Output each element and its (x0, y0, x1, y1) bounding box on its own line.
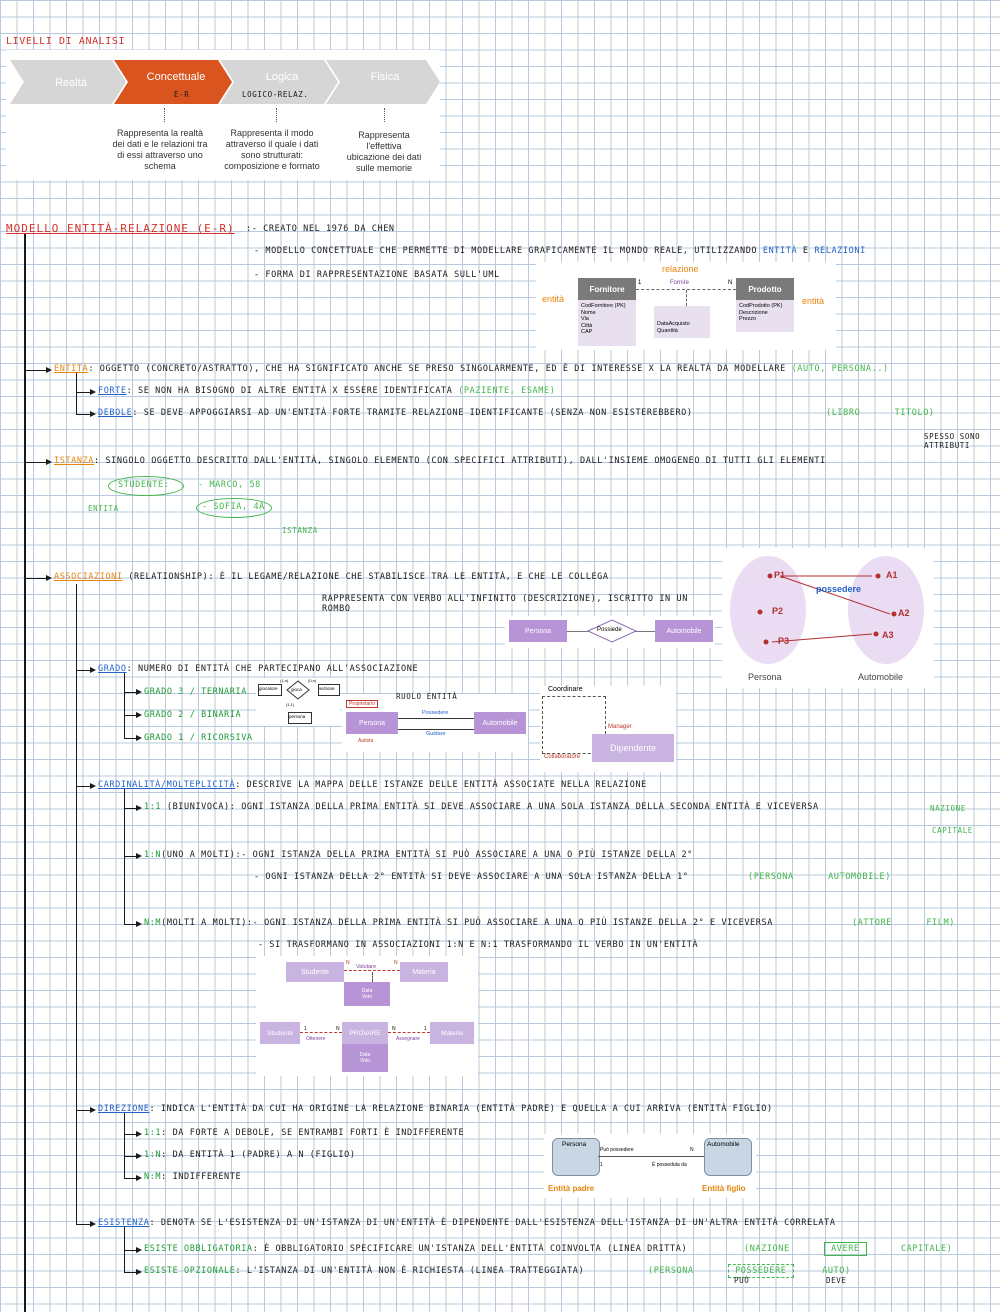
binary-diagram: Persona Automobile Possedere Guidare Pro… (342, 692, 528, 752)
grado-item-2: Grado 2 / Binaria (144, 710, 242, 720)
grado-item-3: Grado 3 / Ternaria (144, 687, 247, 697)
cardinalita-line: Cardinalità/Molteplicità: descrive la ma… (98, 780, 647, 790)
direzione-item-2: 1:N: da entità 1 (padre) a N (figlio) (144, 1150, 356, 1160)
card-1-1-ex-b: capitale (932, 826, 973, 835)
card-n-m-2: - si trasformano in associazioni 1:N e N… (258, 940, 699, 950)
step-realta: Realtà (55, 77, 87, 89)
debole-line: Debole: se deve appoggiarsi ad un'entità… (98, 408, 693, 418)
card-1-n-ex: (persona automobile) (748, 872, 891, 882)
direzione-item-1: 1:1: da forte a debole, se entrambi fort… (144, 1128, 465, 1138)
step-fisica-desc: Rappresenta l'effettiva ubicazione dei d… (346, 130, 422, 173)
istanza-ex1: - Marco, 58 (198, 480, 261, 490)
esiste-obbl-ex: (nazione avere capitale) (744, 1242, 953, 1256)
esiste-opz: Esiste opzionale: l'istanza di un'entità… (144, 1266, 585, 1276)
er-line1: - modello concettuale che permette di mo… (254, 246, 866, 256)
er-title: Modello Entità-Relazione (E-R) (6, 222, 235, 235)
card-n-m: N:M(molti a molti):- ogni istanza della … (144, 918, 773, 928)
card-1-n: 1:N(uno a molti):- ogni istanza della pr… (144, 850, 693, 860)
istanza-istanza-label: istanza (282, 526, 318, 535)
chevron-realta (10, 60, 126, 104)
direzione-line: Direzione: indica l'entità da cui ha ori… (98, 1104, 773, 1114)
recursive-diagram: Coordinare Manager Dipendente Collaborat… (540, 686, 676, 772)
ternary-diagram: giocatore gioca sezione persona (1,n) (0… (256, 678, 340, 726)
step-logica: Logica (265, 71, 299, 83)
step-fisica: Fisica (370, 71, 400, 83)
er-line2: - forma di rappresentazione basata sull'… (254, 270, 500, 280)
levels-card: Realtà Concettuale E-R Logica LOGICO-REL… (6, 50, 440, 180)
chevron-logica (220, 60, 338, 104)
spine-line (24, 234, 26, 1312)
step-concettuale: Concettuale (146, 71, 206, 83)
debole-note: spesso sono attributi (924, 432, 981, 450)
er-diagram: relazione entità entità Fornitore CodFor… (536, 262, 836, 350)
assoc-diagram: Persona Possiede Automobile (505, 616, 715, 648)
debole-example: (libro titolo) (826, 408, 935, 418)
card-1-1: 1:1 (biunivoca): ogni istanza della prim… (144, 802, 819, 812)
direzione-item-3: N:M: indifferente (144, 1172, 242, 1182)
associazioni-sub: rappresenta con verbo all'infinito (desc… (322, 594, 688, 614)
direzione-diagram: Persona Può possedere È posseduta da 1 N… (544, 1134, 756, 1198)
esiste-opz-ex: (persona possedere auto) (648, 1264, 851, 1278)
card-n-m-ex: (attore film) (852, 918, 955, 928)
esiste-puo: può (734, 1276, 750, 1285)
forte-line: Forte: se non ha bisogno di altre entità… (98, 386, 556, 396)
istanza-studente: Studente: (118, 480, 170, 490)
page-title: Livelli di Analisi (6, 36, 126, 47)
esiste-obbl: Esiste obbligatoria: è obbligatorio spec… (144, 1244, 688, 1254)
venn-diagram: P1 P2 P3 A1 A2 A3 possedere Persona Auto… (722, 548, 934, 688)
er-created: :- creato nel 1976 da Chen (246, 224, 395, 234)
er-entita-right: entità (802, 296, 825, 306)
fornire-label: Fornire (670, 280, 690, 286)
prodotto-entity: Prodotto (736, 278, 794, 300)
esiste-deve: deve (826, 1276, 847, 1285)
er-relazione-label: relazione (662, 264, 699, 274)
grado-line: Grado: numero di entità che partecipano … (98, 664, 419, 674)
chevron-fisica (326, 60, 440, 104)
step-concettuale-desc: Rappresenta la realtà dei dati e le rela… (112, 128, 208, 171)
card-1-n-2: - ogni istanza della 2° entità si deve a… (254, 872, 689, 882)
chevron-concettuale (114, 60, 232, 104)
step-concettuale-sub: E-R (174, 90, 190, 99)
istanza-ex2: - Sofia, 4A (202, 502, 265, 512)
istanza-entita-label: entità (88, 504, 119, 513)
step-logica-sub: LOGICO-RELAZ. (242, 90, 309, 99)
assoc-spine (76, 584, 78, 1224)
card-1-1-ex-a: nazione (930, 804, 966, 813)
fornitore-entity: Fornitore (578, 278, 636, 300)
esistenza-line: Esistenza: denota se l'esistenza di un'i… (98, 1218, 836, 1228)
entita-line: Entità: oggetto (concreto/astratto), che… (54, 364, 889, 374)
er-entita-left: entità (542, 294, 565, 304)
associazioni-line: Associazioni (relationship): è il legame… (54, 572, 609, 582)
levels-chevrons (10, 60, 440, 104)
grado-item-1: Grado 1 / Ricorsiva (144, 733, 253, 743)
istanza-line: Istanza: singolo oggetto descritto dall'… (54, 456, 826, 466)
step-logica-desc: Rappresenta il modo attraverso il quale … (224, 128, 320, 171)
